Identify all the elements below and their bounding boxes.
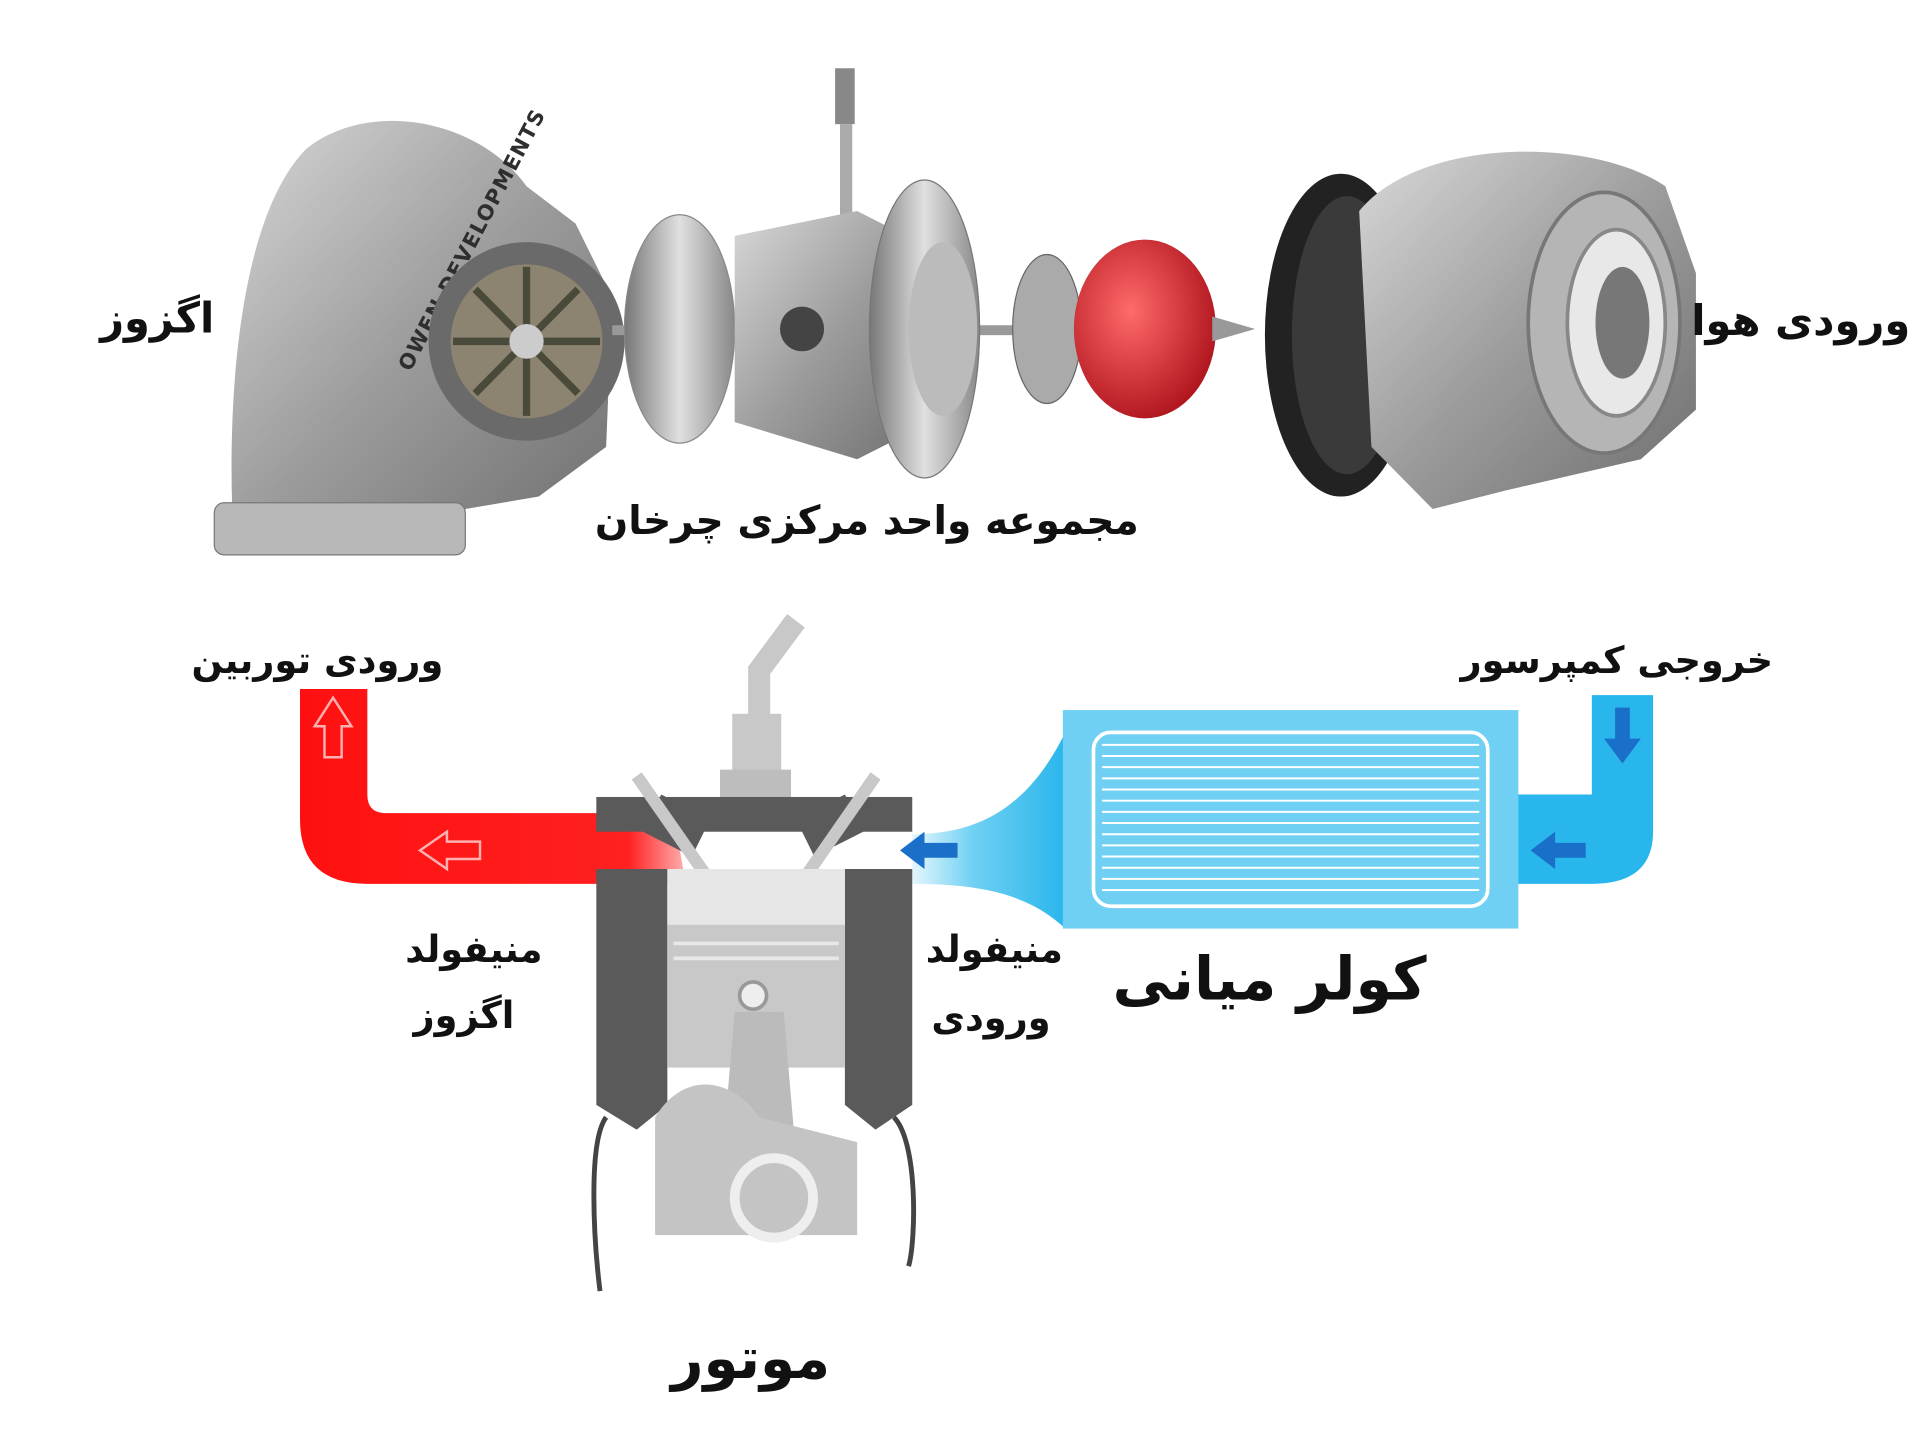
- arrow-left-icon: [900, 831, 958, 869]
- engine-label: موتور: [668, 1326, 830, 1392]
- arrow-left-icon: [1530, 831, 1586, 869]
- arrow-left-icon: [417, 829, 482, 872]
- arrow-up-icon: [312, 695, 354, 759]
- compressor-wheel: [1073, 239, 1256, 419]
- intake-manifold-label-line1: منیفولد: [926, 928, 1063, 971]
- compressor-outlet-label: خروجی کمپرسور: [1459, 639, 1774, 682]
- center-rotating-unit: [612, 68, 1082, 479]
- intercooler: [1062, 710, 1519, 929]
- compressor-housing: [1264, 151, 1696, 509]
- air-inlet-label: ورودی هوا: [1691, 296, 1910, 346]
- turbine-inlet-label: ورودی توربین: [191, 639, 443, 682]
- exhaust-label: اگزوز: [98, 293, 214, 343]
- intercooler-label: کولر میانی: [1112, 944, 1427, 1014]
- intercooler-fins: [1102, 743, 1480, 892]
- arrow-down-icon: [1604, 707, 1641, 764]
- exhaust-manifold-label-line1: منیفولد: [405, 928, 542, 971]
- exhaust-pipe: [300, 688, 686, 884]
- intake-manifold-label-line2: ورودی: [931, 996, 1050, 1039]
- intake-path: [900, 695, 1654, 929]
- engine-cross-section: [591, 613, 917, 1292]
- turbine-housing: OWEN DEVELOPMENTS: [213, 105, 625, 556]
- center-unit-label: مجموعه واحد مرکزی چرخان: [595, 498, 1139, 544]
- exhaust-manifold-label-line2: اگزوز: [412, 994, 515, 1037]
